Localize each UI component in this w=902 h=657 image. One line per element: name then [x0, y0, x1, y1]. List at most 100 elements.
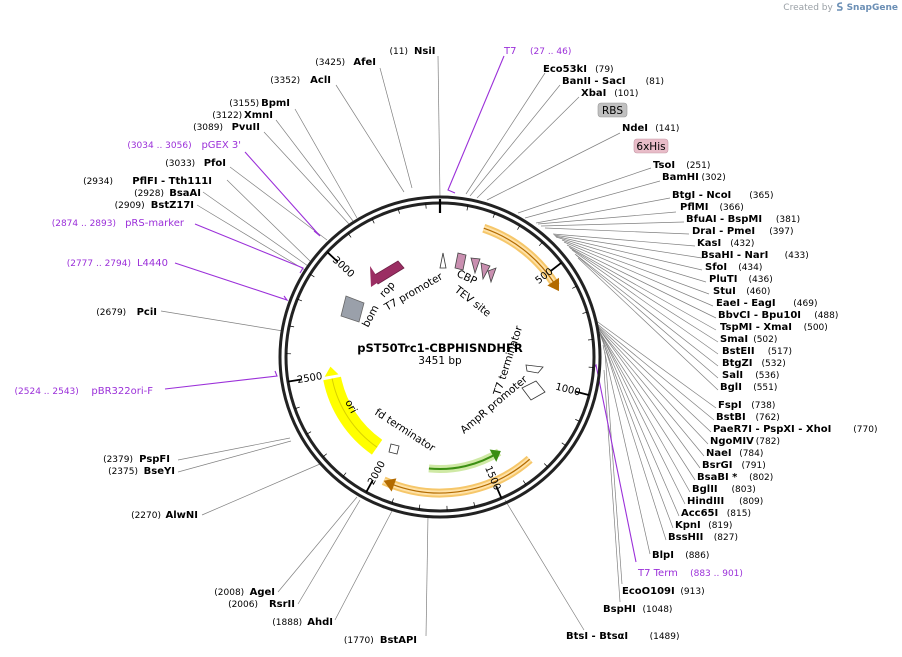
site-pspfi[interactable]: PspFI(2379)	[103, 454, 170, 465]
site-ahdi[interactable]: AhdI(1888)	[272, 617, 333, 628]
site-pbr322ori-f[interactable]: pBR322ori-F(2524 .. 2543)	[15, 386, 154, 397]
t7-terminator-arrow[interactable]	[525, 364, 544, 374]
site-bamhi[interactable]: BamHI(302)	[662, 172, 726, 183]
site-bsrgi[interactable]: BsrGI(791)	[702, 460, 766, 471]
site-bstapi[interactable]: BstAPI(1770)	[344, 635, 417, 646]
site-sfoi[interactable]: SfoI(434)	[705, 262, 762, 273]
site-ngomiv[interactable]: NgoMIV(782)	[710, 436, 780, 447]
site-blpi[interactable]: BlpI(886)	[652, 550, 709, 561]
site-btgzi[interactable]: BtgZI(532)	[722, 358, 786, 369]
tick-mark	[538, 241, 543, 247]
site-bstz17i[interactable]: BstZ17I(2909)	[115, 200, 194, 211]
site-position: (432)	[730, 239, 754, 249]
site-prs-marker[interactable]: pRS-marker(2874 .. 2893)	[52, 218, 185, 229]
site-bgli[interactable]: BglI(551)	[720, 382, 777, 393]
site-fspi[interactable]: FspI(738)	[718, 400, 775, 411]
site-position: (488)	[814, 311, 838, 321]
site-name: Eco53kI	[543, 64, 587, 75]
site-naei[interactable]: NaeI(784)	[706, 448, 763, 459]
his-tag-box[interactable]: 6xHis	[633, 138, 669, 154]
site-pvuii[interactable]: PvuII(3089)	[193, 122, 260, 133]
site-pflfi-tth111i[interactable]: PflFI - Tth111I(2934)	[83, 176, 212, 187]
site-bsshii[interactable]: BssHII(827)	[668, 532, 738, 543]
site-banii-saci[interactable]: BanII - SacI(81)	[562, 76, 664, 87]
site-acc65i[interactable]: Acc65I(815)	[681, 508, 751, 519]
site-ecoo109i[interactable]: EcoO109I(913)	[622, 586, 705, 597]
site-drai-pmei[interactable]: DraI - PmeI(397)	[692, 226, 794, 237]
site-eaei-eagi[interactable]: EaeI - EagI(469)	[716, 298, 818, 309]
site-ndei[interactable]: NdeI(141)	[622, 123, 679, 134]
his-tag-arrow[interactable]	[487, 267, 497, 284]
site-nsii[interactable]: (11)NsiI	[390, 46, 436, 57]
bom-arrow[interactable]	[340, 295, 365, 323]
site-name: BpmI	[261, 98, 290, 109]
site-hindiii[interactable]: HindIII(809)	[687, 496, 763, 507]
tick-mark	[391, 498, 394, 504]
ampr-promoter-arrow[interactable]	[521, 380, 546, 401]
tev-site-arrow[interactable]	[470, 257, 481, 275]
site-position: (11)	[390, 47, 408, 57]
cbp-arrow[interactable]	[454, 252, 467, 271]
t7-promoter-arrow[interactable]	[439, 252, 447, 269]
tick-mark	[587, 339, 594, 341]
site-stui[interactable]: StuI(460)	[713, 286, 770, 297]
site-pfoi[interactable]: PfoI(3033)	[165, 158, 226, 169]
site-kpni[interactable]: KpnI(819)	[675, 520, 732, 531]
site-smai[interactable]: SmaI(502)	[720, 334, 777, 345]
site-bsahi-nari[interactable]: BsaHI - NarI(433)	[701, 250, 809, 261]
site-position: (251)	[686, 161, 710, 171]
site-position: (1770)	[344, 636, 374, 646]
site-l4440[interactable]: L4440(2777 .. 2794)	[67, 258, 168, 269]
site-alwni[interactable]: AlwNI(2270)	[131, 510, 198, 521]
fd-terminator-arrow[interactable]	[388, 443, 400, 455]
tev-site-arrow-2[interactable]	[480, 262, 491, 281]
site-bsaai[interactable]: BsaAI(2928)	[134, 188, 201, 199]
site-kasi[interactable]: KasI(432)	[697, 238, 754, 249]
site-sali[interactable]: SalI(536)	[722, 370, 779, 381]
tick-mark	[342, 472, 347, 477]
site-bbvci-bpu10i[interactable]: BbvCI - Bpu10I(488)	[718, 310, 838, 321]
site-t7[interactable]: T7(27 .. 46)	[503, 46, 571, 57]
site-name: NdeI	[622, 123, 648, 134]
site-pcii[interactable]: PciI(2679)	[96, 307, 157, 318]
site-xmni[interactable]: XmnI(3122)	[212, 110, 273, 121]
site-paer7i-pspxi-xhoi[interactable]: PaeR7I - PspXI - XhoI(770)	[713, 424, 878, 435]
site-bglii[interactable]: BglII(803)	[692, 484, 756, 495]
backbone-outer	[278, 195, 602, 519]
site-tspmi-xmai[interactable]: TspMI - XmaI(500)	[720, 322, 828, 333]
site-name: AhdI	[307, 617, 333, 628]
site-pgex-3[interactable]: pGEX 3'(3034 .. 3056)	[127, 140, 241, 151]
site-rsrii[interactable]: RsrII(2006)	[228, 599, 295, 610]
site-bsteii[interactable]: BstEII(517)	[722, 346, 792, 357]
site-position: (1048)	[643, 605, 673, 615]
site-bsphi[interactable]: BspHI(1048)	[603, 604, 672, 615]
tick-mark	[466, 205, 469, 211]
site-acli[interactable]: AclI(3352)	[270, 75, 331, 86]
site-afei[interactable]: AfeI(3425)	[315, 57, 376, 68]
site-bstbi[interactable]: BstBI(762)	[716, 412, 780, 423]
site-xbai[interactable]: XbaI(101)	[581, 88, 638, 99]
site-pluti[interactable]: PluTI(436)	[709, 274, 773, 285]
site-pflmi[interactable]: PflMI(366)	[680, 202, 744, 213]
site-eco53ki[interactable]: Eco53kI(79)	[543, 64, 614, 75]
site-t7-term[interactable]: T7 Term(883 .. 901)	[637, 568, 743, 579]
site-btgi-ncoi[interactable]: BtgI - NcoI(365)	[672, 190, 774, 201]
site-name: EaeI - EagI	[716, 298, 776, 309]
site-bfuai-bspmi[interactable]: BfuAI - BspMI(381)	[686, 214, 800, 225]
site-agei[interactable]: AgeI(2008)	[214, 587, 275, 598]
orange-feature-core-1[interactable]	[483, 227, 555, 283]
site-position: (302)	[702, 173, 726, 183]
site-position: (913)	[680, 587, 704, 597]
site-bseyi[interactable]: BseYI(2375)	[108, 466, 175, 477]
site-bsabi[interactable]: BsaBI *(802)	[697, 472, 773, 483]
ori-arc[interactable]	[323, 376, 383, 455]
site-btsi-bts-i[interactable]: BtsI - BtsαI(1489)	[566, 631, 680, 642]
ori-arc-edge[interactable]	[331, 378, 378, 448]
site-name: PflMI	[680, 202, 708, 213]
site-tsoi[interactable]: TsoI(251)	[653, 160, 710, 171]
tick-mark	[322, 453, 327, 458]
site-name: NgoMIV	[710, 436, 754, 447]
orange-feature-core-2[interactable]	[391, 458, 531, 494]
site-bpmi[interactable]: BpmI(3155)	[229, 98, 290, 109]
rbs-box[interactable]: RBS	[597, 102, 628, 118]
